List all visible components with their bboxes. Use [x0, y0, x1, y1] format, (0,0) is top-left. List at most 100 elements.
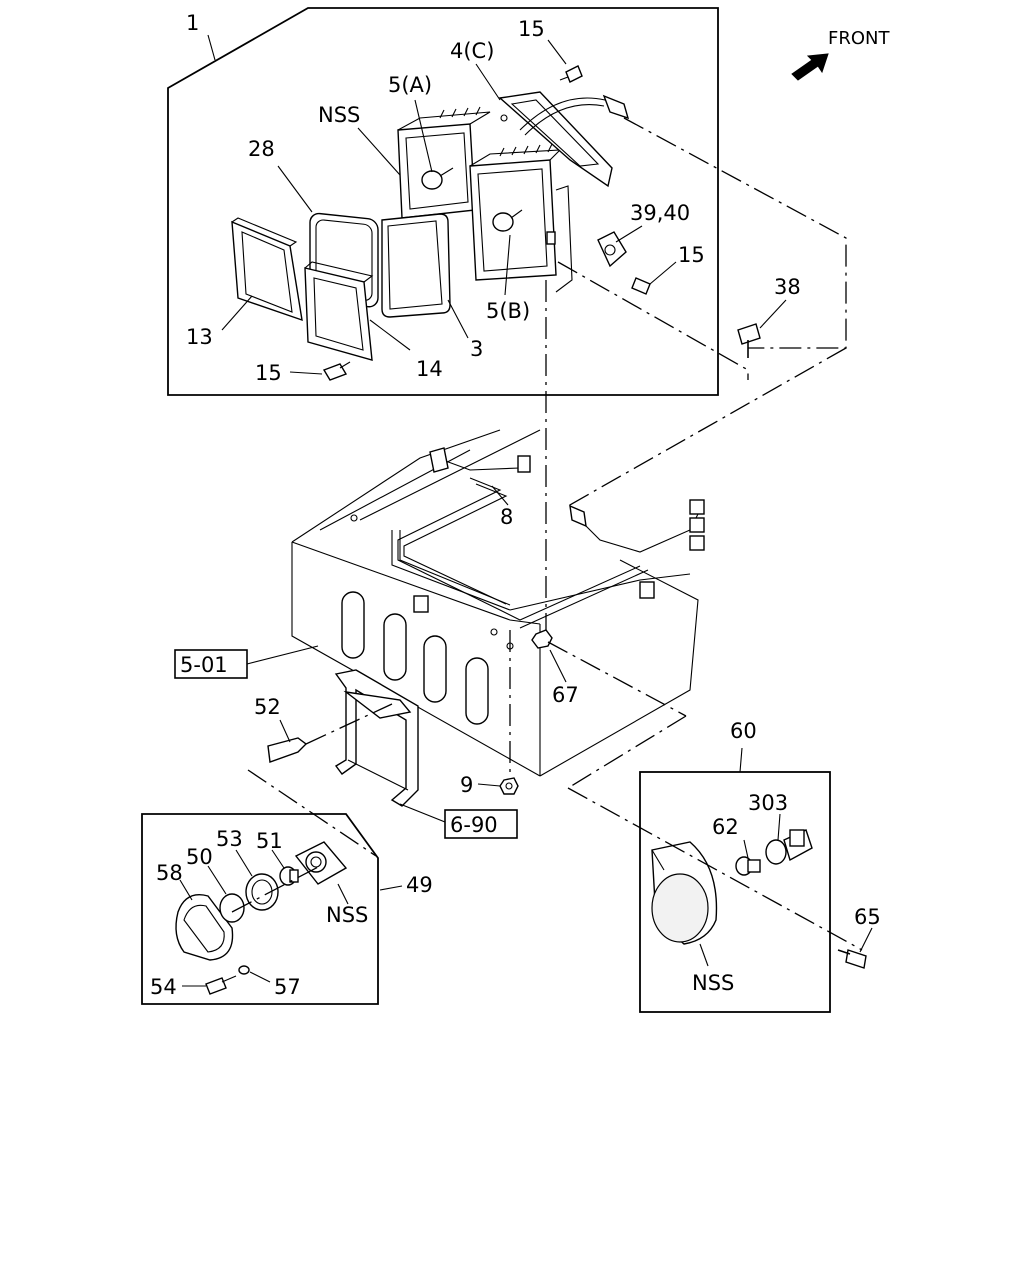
harness-right [519, 499, 705, 629]
callout-nss-right: NSS [692, 971, 734, 995]
leader-5b [504, 234, 511, 296]
leader-4c [475, 63, 501, 101]
leader-58 [179, 879, 193, 901]
bumper-slot-1 [341, 591, 365, 659]
callout-8: 8 [500, 505, 513, 529]
fog-left-route [247, 769, 377, 857]
leader-67 [549, 649, 567, 683]
callout-5a: 5(A) [388, 73, 432, 97]
leader-52 [279, 719, 291, 743]
headlamp-housing-b [469, 143, 573, 293]
nut-route [547, 641, 687, 717]
callout-51: 51 [256, 829, 283, 853]
headlamp-assembly-frame [167, 7, 719, 396]
callout-65: 65 [854, 905, 881, 929]
leader-5a [414, 99, 433, 173]
leader-62 [743, 839, 749, 859]
callout-3: 3 [470, 337, 483, 361]
screw-15-right [631, 277, 651, 295]
ref-label-5-01: 5-01 [180, 653, 228, 677]
callout-15c: 15 [255, 361, 282, 385]
side-lamp-axis [231, 865, 321, 913]
lens-14 [304, 261, 374, 361]
callout-54: 54 [150, 975, 177, 999]
washer-57 [238, 965, 250, 975]
leader-38 [759, 299, 787, 329]
socket-303 [765, 829, 813, 865]
screw-15-bottom [322, 361, 351, 381]
callout-nss-top: NSS [318, 103, 360, 127]
side-lamp-frame [141, 813, 379, 1005]
front-label: FRONT [828, 28, 890, 49]
gasket-50 [219, 893, 245, 923]
leader-65 [859, 927, 873, 953]
leader-39-40 [615, 225, 643, 243]
screw-54 [205, 975, 237, 995]
leader-14 [369, 319, 411, 351]
nut-9 [499, 777, 519, 795]
callout-53: 53 [216, 827, 243, 851]
leader-nss-right [699, 943, 709, 967]
callout-50: 50 [186, 845, 213, 869]
callout-28: 28 [248, 137, 275, 161]
fog-lamp-body [651, 841, 718, 945]
fog-lamp-assembly-group [567, 747, 863, 1013]
callout-60: 60 [730, 719, 757, 743]
callout-38: 38 [774, 275, 801, 299]
leader-nss-top [357, 127, 401, 176]
leader-15a [547, 39, 567, 65]
leader-28 [277, 165, 313, 213]
front-arrow-icon [791, 53, 829, 81]
callout-9: 9 [460, 773, 473, 797]
leader-ref-5-01 [246, 645, 319, 665]
leader-8 [491, 485, 509, 506]
callout-39-40: 39,40 [630, 201, 690, 225]
callout-58: 58 [156, 861, 183, 885]
callout-4c: 4(C) [450, 39, 494, 63]
gasket-3 [381, 213, 451, 318]
lens-13 [231, 217, 303, 322]
ref-label-6-90: 6-90 [450, 813, 498, 837]
side-lamp-assembly-group [141, 813, 403, 1005]
callout-5b: 5(B) [486, 299, 530, 323]
callout-62: 62 [712, 815, 739, 839]
callout-nss-left: NSS [326, 903, 368, 927]
callout-49: 49 [406, 873, 433, 897]
leader-49 [379, 885, 403, 891]
bracket-4c [498, 91, 630, 188]
callout-57: 57 [274, 975, 301, 999]
bumper-body-group [291, 429, 699, 777]
fog-lamp-frame [639, 771, 831, 1013]
bracket-6-90 [334, 669, 419, 807]
leader-53 [235, 849, 253, 877]
bumper-slot-3 [423, 635, 447, 703]
clip-52 [267, 737, 308, 763]
nut-67 [531, 629, 553, 649]
leader-51 [271, 849, 285, 869]
harness-route-3 [567, 347, 847, 507]
screw-15-top [559, 65, 583, 83]
callout-13: 13 [186, 325, 213, 349]
harness-route-2 [557, 261, 749, 380]
bulb-51 [279, 866, 299, 886]
bumper-slot-2 [383, 613, 407, 681]
fog-route-2 [567, 787, 863, 951]
clip-left [413, 595, 429, 613]
bolt-65 [837, 949, 867, 969]
callout-14: 14 [416, 357, 443, 381]
leader-ref-6-90 [399, 803, 446, 823]
leader-57 [249, 971, 271, 983]
clip-route [305, 703, 393, 745]
harness-8 [397, 447, 531, 621]
callout-15b: 15 [678, 243, 705, 267]
leader-1 [207, 34, 216, 61]
bulb-62 [735, 856, 761, 876]
harness-route-1 [623, 117, 847, 349]
leader-50 [207, 865, 227, 895]
bumper-slot-4 [465, 657, 489, 725]
headlamp-assembly-group [167, 7, 719, 396]
ref-box-6-90 [444, 809, 518, 839]
leader-15c [289, 371, 323, 375]
